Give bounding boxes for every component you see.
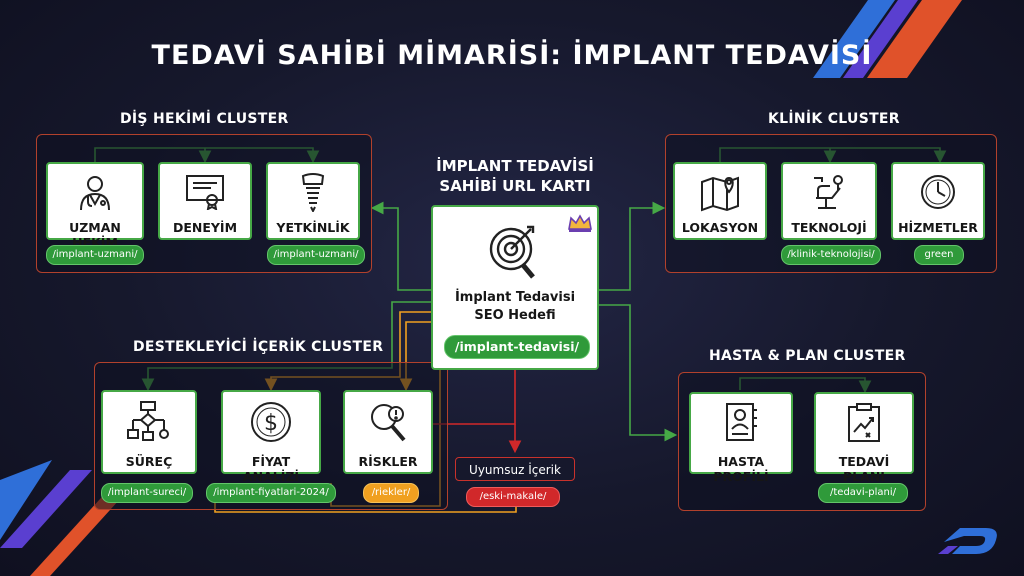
url-pill[interactable]: /implant-fiyatlari-2024/ <box>206 483 336 503</box>
link-to-dis-hekimi <box>370 201 431 291</box>
card-hasta-profili[interactable]: HASTA PROFİLİ <box>689 392 793 484</box>
dental-chair-icon <box>783 172 875 216</box>
card-hizmetler[interactable]: HİZMETLER <box>891 162 985 240</box>
brand-logo-icon <box>938 524 1008 564</box>
certificate-icon <box>160 172 250 214</box>
card-label: RİSKLER <box>358 454 418 469</box>
url-pill[interactable]: /implant-uzmani/ <box>46 245 144 265</box>
card-label: TEKNOLOJİ <box>791 220 867 235</box>
url-pill[interactable]: /riekler/ <box>363 483 419 503</box>
card-label: DENEYİM <box>172 220 238 235</box>
url-pill[interactable]: green <box>914 245 964 265</box>
card-riskler[interactable]: RİSKLER <box>343 390 433 474</box>
crown-icon <box>567 213 593 237</box>
card-label: SÜREÇ <box>125 454 173 469</box>
dental-implant-icon <box>268 172 358 216</box>
url-pill[interactable]: /implant-uzmani/ <box>267 245 365 265</box>
clock-icon <box>893 172 983 216</box>
svg-text:$: $ <box>264 411 278 436</box>
center-url-pill[interactable]: /implant-tedavisi/ <box>444 335 590 359</box>
center-card-label: İmplant Tedavisi SEO Hedefi <box>454 290 576 323</box>
card-label: LOKASYON <box>681 220 759 235</box>
center-card-header: İMPLANT TEDAVİSİ SAHİBİ URL KARTI <box>436 157 594 195</box>
card-deneyim[interactable]: DENEYİM <box>158 162 252 240</box>
card-surec[interactable]: SÜREÇ <box>101 390 197 474</box>
link-to-hasta-plan <box>599 304 678 442</box>
patient-profile-icon <box>691 402 791 448</box>
dollar-icon: $ <box>223 400 319 448</box>
cluster-label-dis-hekimi: DİŞ HEKİMİ CLUSTER <box>120 111 289 127</box>
card-lokasyon[interactable]: LOKASYON <box>673 162 767 240</box>
center-owner-card[interactable]: İmplant Tedavisi SEO Hedefi /implant-ted… <box>431 205 599 370</box>
card-label: HASTA PROFİLİ <box>713 454 769 484</box>
uyumsuz-box[interactable]: Uyumsuz İçerik <box>455 457 575 481</box>
uyumsuz-url-pill[interactable]: /eski-makale/ <box>466 487 560 507</box>
flowchart-icon <box>103 400 195 446</box>
card-label: HİZMETLER <box>898 220 978 235</box>
card-yetkinlik[interactable]: YETKİNLİK <box>266 162 360 240</box>
card-label: TEDAVİ PLANI <box>838 454 890 484</box>
url-pill[interactable]: /klinik-teknolojisi/ <box>781 245 881 265</box>
magnifier-alert-icon <box>345 400 431 448</box>
card-fiyat-analizi[interactable]: $ FİYAT ANALİZİ <box>221 390 321 484</box>
card-tedavi-plani[interactable]: TEDAVİ PLANI <box>814 392 914 484</box>
url-pill[interactable]: /tedavi-plani/ <box>818 483 908 503</box>
url-pill[interactable]: /implant-sureci/ <box>101 483 193 503</box>
card-teknoloji[interactable]: TEKNOLOJİ <box>781 162 877 240</box>
cluster-label-destekleyici: DESTEKLEYİCİ İÇERİK CLUSTER <box>133 339 384 355</box>
page-title: TEDAVİ SAHİBİ MİMARİSİ: İMPLANT TEDAVİSİ <box>151 40 873 71</box>
link-to-klinik <box>599 201 666 291</box>
cluster-label-hasta-plan: HASTA & PLAN CLUSTER <box>709 348 906 364</box>
card-label: FİYAT ANALİZİ <box>242 454 300 484</box>
map-pin-icon <box>675 172 765 216</box>
target-icon <box>483 217 549 287</box>
clipboard-plan-icon <box>816 402 912 448</box>
card-label: YETKİNLİK <box>276 220 350 235</box>
doctor-icon <box>48 172 142 216</box>
cluster-label-klinik: KLİNİK CLUSTER <box>768 111 900 127</box>
card-uzman-hekim[interactable]: UZMAN HEKİM <box>46 162 144 250</box>
